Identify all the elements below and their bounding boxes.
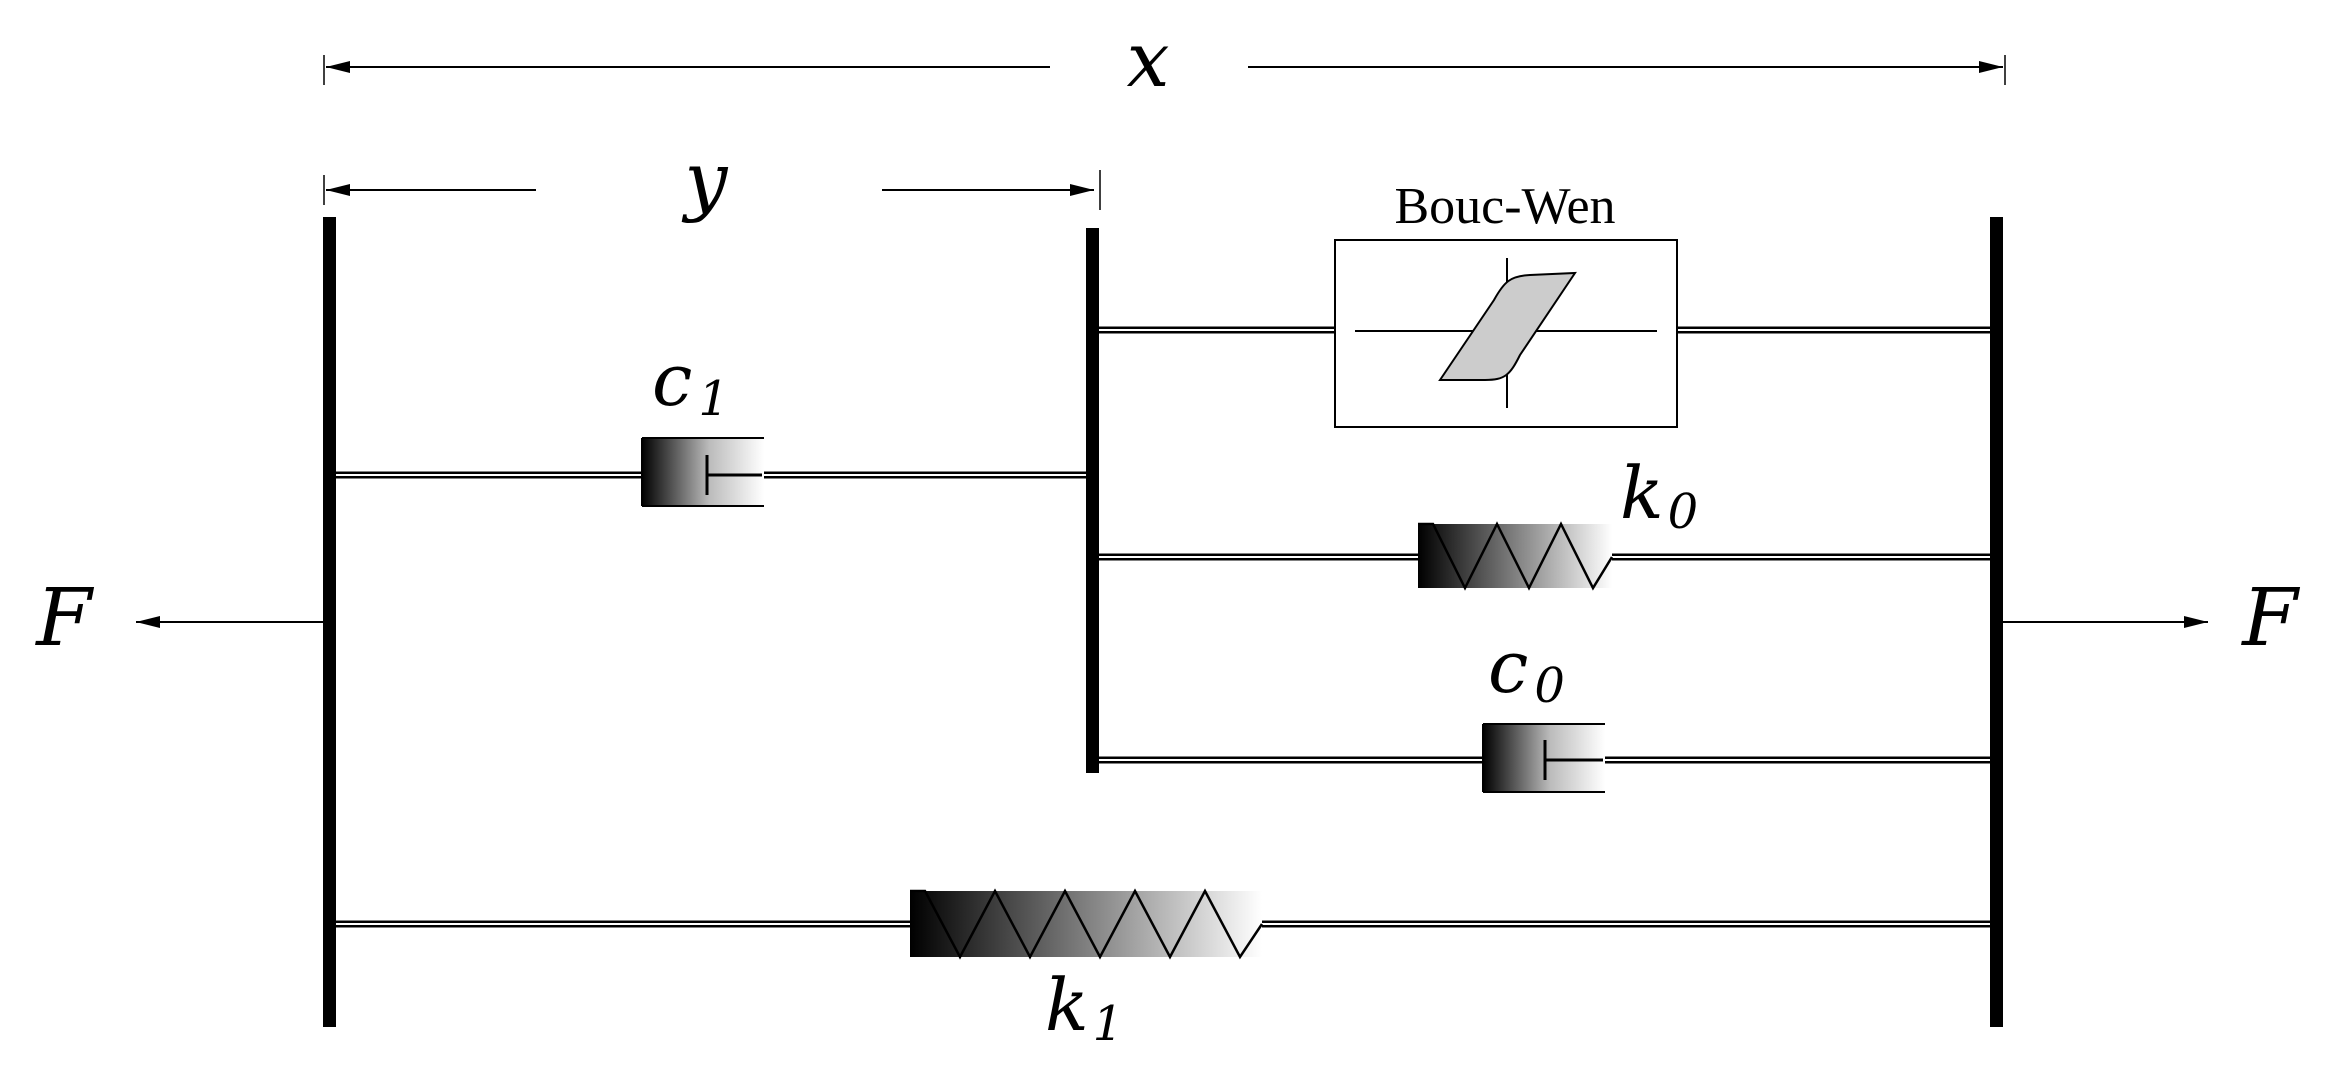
x-label: x [1127, 15, 1170, 104]
force-right-label: F [2240, 571, 2300, 664]
force-right: F [2003, 571, 2300, 664]
spring-k1: k1 [336, 888, 1990, 1052]
bouc-wen-label: Bouc-Wen [1394, 178, 1615, 235]
bouc-wen-element: Bouc-Wen [1099, 178, 1990, 428]
k0-label: k0 [1620, 451, 1698, 540]
k1-label: k1 [1045, 963, 1123, 1052]
y-label: y [682, 135, 729, 224]
hysteresis-loop-icon [1438, 271, 1577, 381]
spring-k1-coil [910, 888, 1264, 960]
middle-bar [1086, 228, 1099, 773]
right-bar [1990, 217, 2003, 1027]
force-left-label: F [34, 571, 94, 664]
spring-k0-coil [1418, 521, 1614, 591]
y-dimension: y [323, 135, 1101, 224]
force-left: F [34, 571, 336, 664]
x-dimension: x [323, 15, 2006, 104]
spring-k0: k0 [1099, 451, 1990, 591]
